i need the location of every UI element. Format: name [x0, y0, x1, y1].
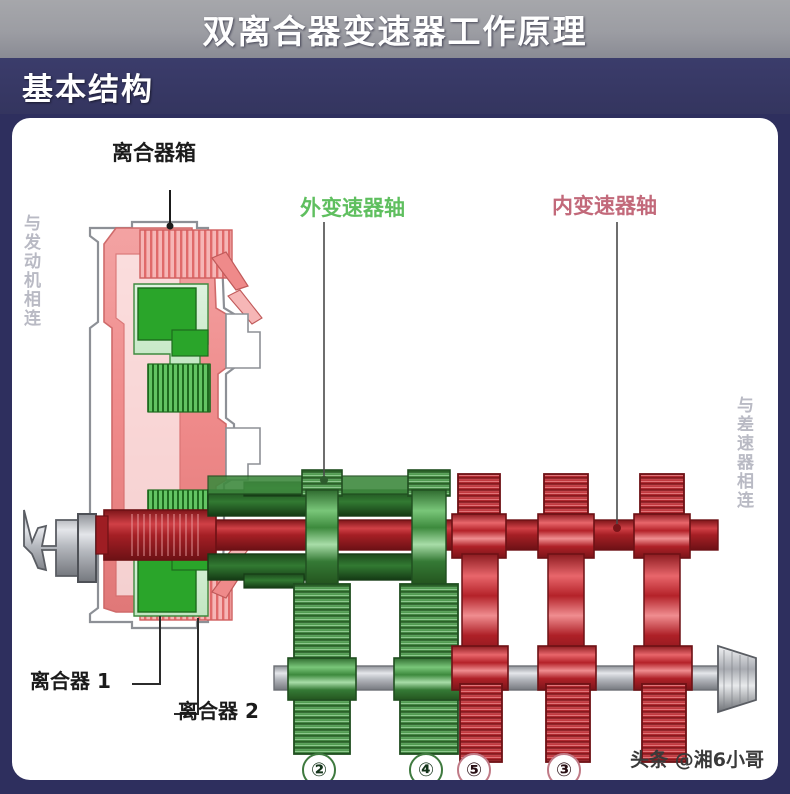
diagram-canvas: 离合器箱 外变速器轴 内变速器轴 与发动机相连 与差速器相连 离合器 1 离合器…: [12, 118, 778, 780]
gear-callout-4: ④: [409, 753, 443, 780]
label-outer-shaft: 外变速器轴: [300, 196, 405, 220]
dct-cutaway-illustration: [23, 190, 757, 766]
page-title: 双离合器变速器工作原理: [202, 12, 588, 51]
gear-callout-2: ②: [302, 753, 336, 780]
gear-callout-5: ⑤: [457, 753, 491, 780]
label-engine-connection: 与发动机相连: [20, 214, 40, 328]
section-title: 基本结构: [22, 71, 154, 108]
label-clutch-1: 离合器 1: [30, 669, 111, 693]
watermark: 头条 @湘6小哥: [630, 749, 764, 771]
label-inner-shaft: 内变速器轴: [552, 194, 657, 218]
gear-callout-3: ③: [547, 753, 581, 780]
label-differential-connection: 与差速器相连: [733, 396, 753, 510]
label-clutch-housing: 离合器箱: [112, 141, 196, 165]
title-bar: 双离合器变速器工作原理: [0, 0, 790, 58]
section-bar: 基本结构: [0, 58, 790, 114]
label-clutch-2: 离合器 2: [178, 699, 259, 723]
